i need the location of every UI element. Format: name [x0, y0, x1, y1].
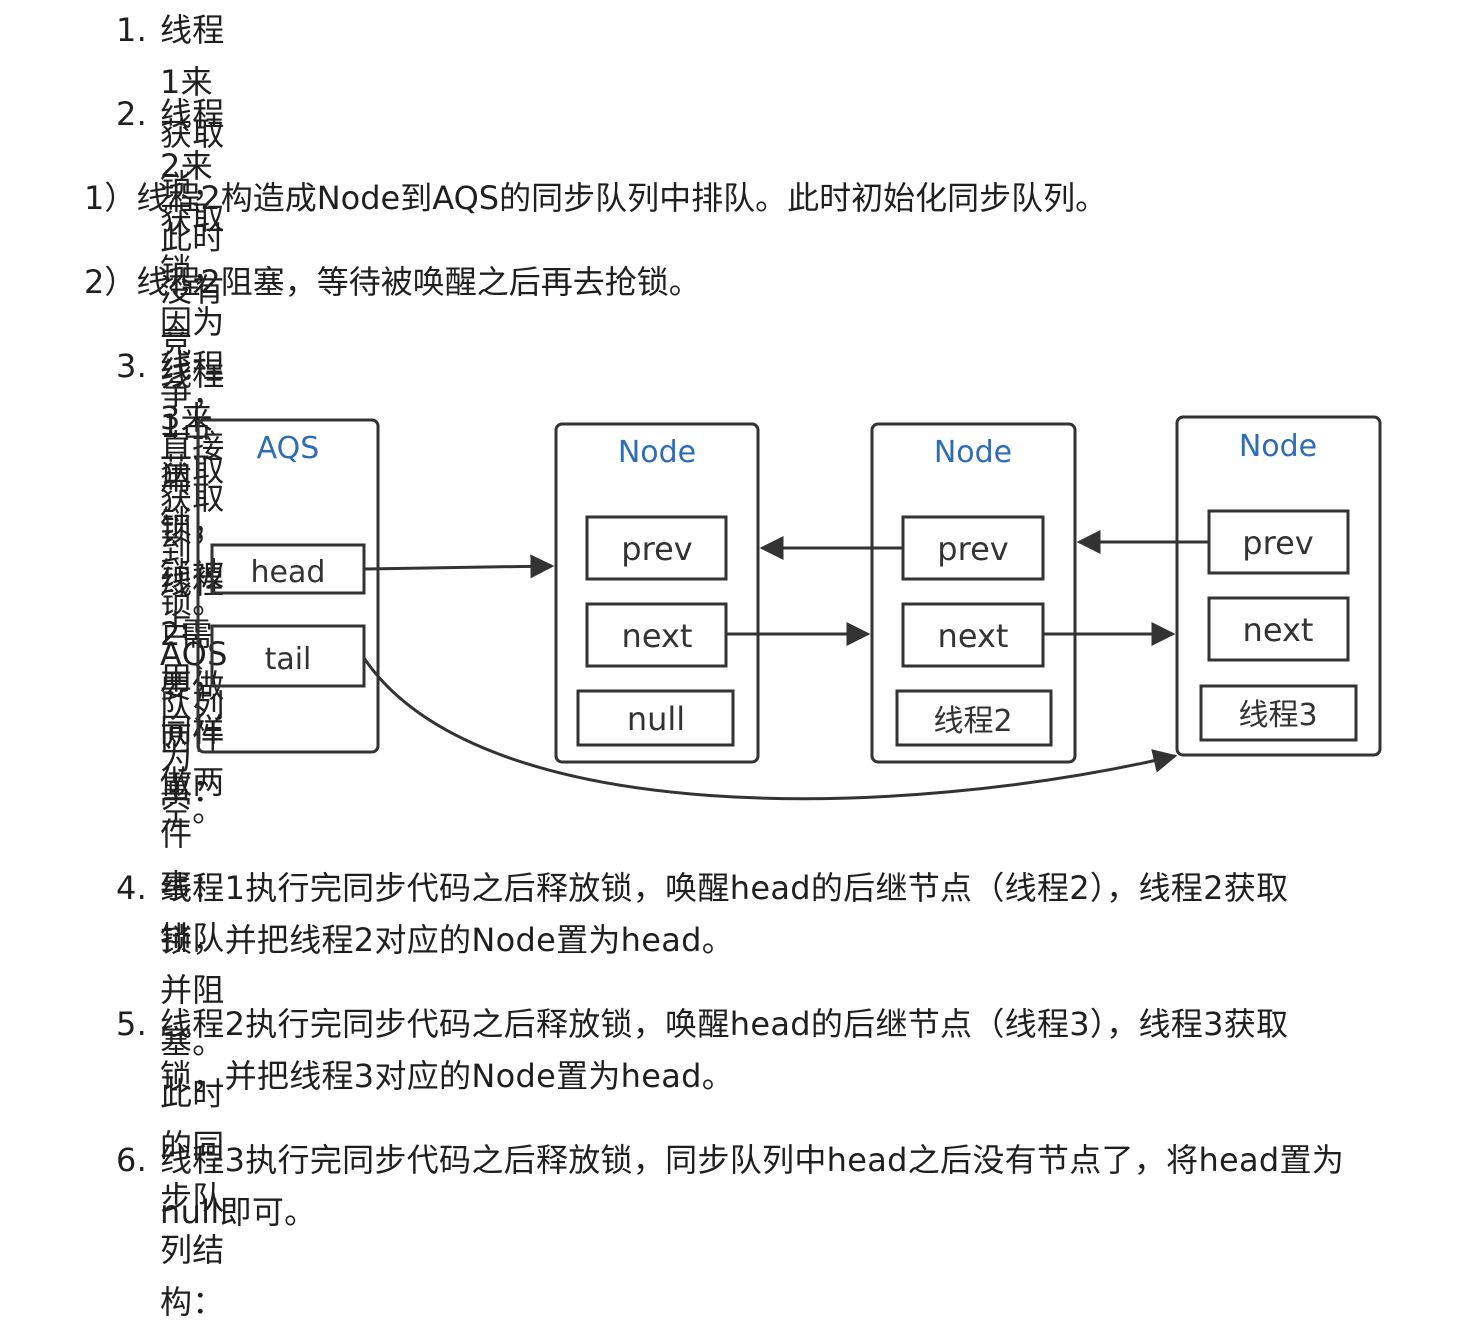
- step-text-line-2: 锁，并把线程3对应的Node置为head。: [160, 1057, 735, 1095]
- step-text: 线程2来获取锁，因为线程1占用锁，线程2需要做两件事：: [160, 95, 225, 809]
- substep-1: 1）线程2构造成Node到AQS的同步队列中排队。此时初始化同步队列。: [84, 179, 1108, 217]
- node-2-next-label: next: [938, 617, 1009, 655]
- step-text-line-2: null即可。: [160, 1193, 317, 1231]
- aqs-title: AQS: [257, 431, 320, 466]
- step-number: 4.: [116, 869, 148, 907]
- node-1-value-field: [576, 689, 735, 747]
- node-1-prev-field: [585, 515, 728, 581]
- step-text-line-1: 线程3执行完同步代码之后释放锁，同步队列中head之后没有节点了，将head置为: [160, 1141, 1345, 1179]
- step-number: 2.: [116, 95, 148, 133]
- node-3-next-label: next: [1243, 611, 1314, 649]
- node-1-value-label: null: [627, 700, 685, 738]
- node-2-title: Node: [934, 435, 1012, 470]
- step-number: 6.: [116, 1141, 148, 1179]
- node-1-title: Node: [618, 435, 696, 470]
- aqs-tail-field: [210, 624, 366, 688]
- node-3-prev-label: prev: [1242, 524, 1313, 562]
- substep-2: 2）线程2阻塞，等待被唤醒之后再去抢锁。: [84, 263, 701, 301]
- step-number: 3.: [116, 347, 148, 385]
- arrow-head-to-node1: [363, 554, 555, 579]
- step-text: 线程1来获取锁，此时没有竞争，直接获取到锁。AQS队列为空。: [160, 11, 228, 829]
- step-text: 线程3来获取锁，锁被占用，同样做两件事：排队并阻塞。此时的同步队列结构：: [160, 347, 225, 1321]
- node-2-value-field: [895, 689, 1053, 747]
- step-text-line-1: 线程2执行完同步代码之后释放锁，唤醒head的后继节点（线程3），线程3获取: [160, 1005, 1289, 1043]
- node-3-next-field: [1207, 596, 1350, 662]
- node-2-prev-label: prev: [937, 530, 1008, 568]
- aqs-box: AQS head tail: [196, 418, 380, 754]
- arrow-tail-to-node3: [362, 657, 1178, 801]
- node-3-value-field: [1199, 684, 1358, 742]
- step-number: 1.: [116, 11, 148, 49]
- node-3-title: Node: [1239, 429, 1317, 464]
- node-2: Node prev next 线程2: [870, 422, 1077, 764]
- step-text-line-2: 锁，并把线程2对应的Node置为head。: [160, 921, 735, 959]
- node-2-value-label: 线程2: [933, 704, 1012, 739]
- node-1: Node prev next null: [554, 422, 760, 764]
- aqs-tail-label: tail: [265, 642, 312, 677]
- step-number: 5.: [116, 1005, 148, 1043]
- node-3: Node prev next 线程3: [1175, 415, 1382, 757]
- aqs-head-label: head: [251, 555, 326, 590]
- step-text-line-1: 线程1执行完同步代码之后释放锁，唤醒head的后继节点（线程2），线程2获取: [160, 869, 1289, 907]
- node-1-prev-label: prev: [621, 530, 692, 568]
- sync-queue-diagram: AQS head tail Node prev next null Node p…: [196, 415, 1382, 801]
- node-3-value-label: 线程3: [1238, 698, 1317, 733]
- node-1-next-label: next: [622, 617, 693, 655]
